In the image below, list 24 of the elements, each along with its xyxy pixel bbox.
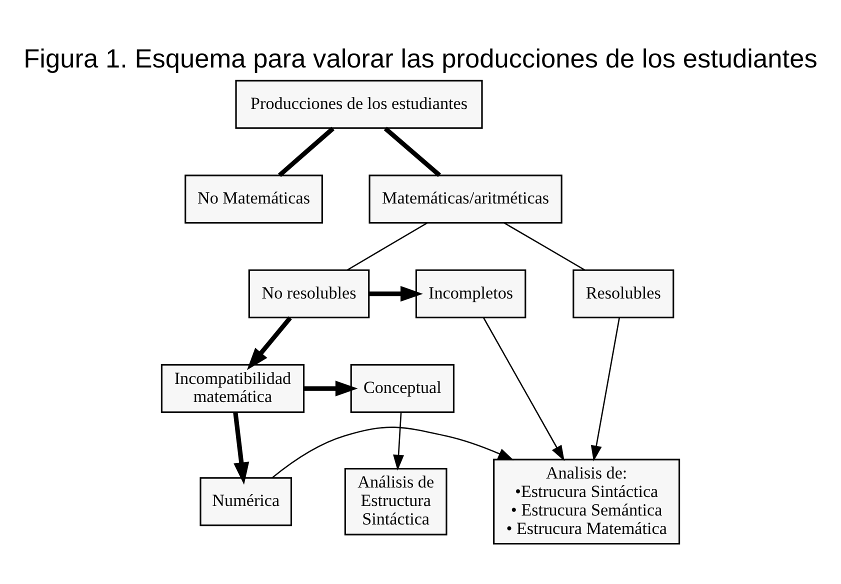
node-box: Análisis de Estructura Sintáctica — [344, 467, 448, 535]
node-box: Matemáticas/aritméticas — [368, 174, 562, 224]
node-box: Incompletos — [415, 268, 526, 318]
connector — [504, 222, 585, 270]
connector — [278, 126, 334, 177]
diagram-title: Figura 1. Esquema para valorar las producciones de los estudiantes — [24, 43, 818, 74]
arrow — [483, 317, 564, 461]
node-box: Conceptual — [350, 364, 454, 412]
node-box: Numérica — [200, 476, 292, 526]
arrow — [246, 316, 292, 370]
arrow — [393, 412, 404, 470]
arrow — [590, 317, 620, 461]
arrow — [369, 285, 423, 302]
node-box: No Matemáticas — [184, 174, 323, 224]
node-box: No resolubles — [248, 268, 370, 318]
node-box: Incompatibilidad matemática — [160, 364, 305, 412]
node-box: Resolubles — [572, 268, 674, 318]
node-box: Analisis de: •Estrucura Sintáctica • Estrucura Semántica • Estrucura Matemática — [493, 458, 680, 544]
arrow — [233, 412, 250, 484]
connector — [384, 126, 442, 177]
arrow — [304, 380, 358, 396]
arrow — [272, 426, 514, 478]
connector — [347, 222, 428, 270]
node-box: Producciones de los estudiantes — [235, 79, 483, 128]
